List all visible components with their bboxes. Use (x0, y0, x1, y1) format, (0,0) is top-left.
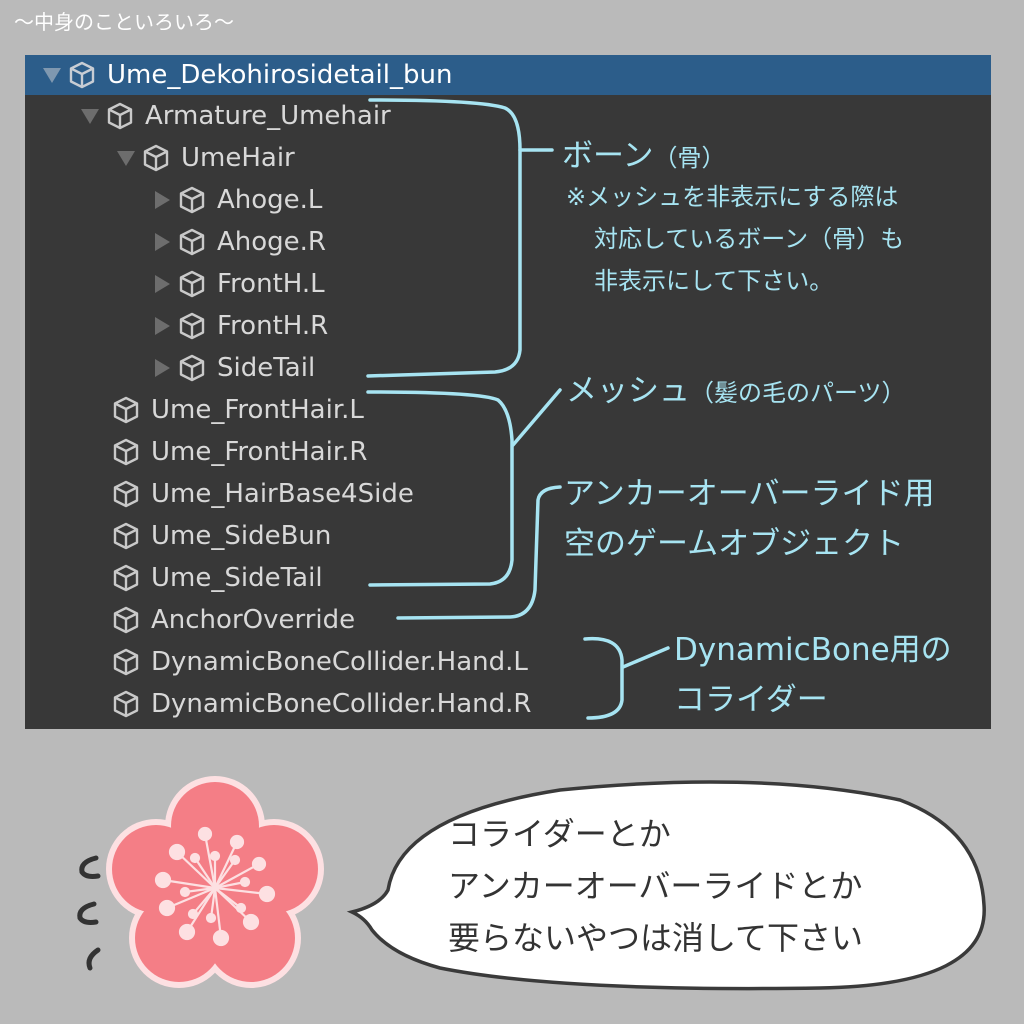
expand-arrow-icon[interactable] (77, 103, 103, 129)
tree-row[interactable]: Ume_FrontHair.L (25, 389, 991, 431)
tree-row[interactable]: Armature_Umehair (25, 95, 991, 137)
tree-row[interactable]: Ahoge.L (25, 179, 991, 221)
gameobject-cube-icon (109, 561, 143, 595)
gameobject-cube-icon (109, 645, 143, 679)
gameobject-cube-icon (175, 183, 209, 217)
tree-row-label: Ume_SideBun (151, 521, 332, 551)
mesh-title-paren: （髪の毛のパーツ） (690, 379, 906, 407)
tree-row[interactable]: SideTail (25, 347, 991, 389)
bone-title-text: ボーン (562, 138, 654, 174)
gameobject-cube-icon (109, 477, 143, 511)
annotation-bone-note-3: 非表示にして下さい。 (594, 267, 834, 295)
expand-arrow-icon[interactable] (39, 62, 65, 88)
tree-row[interactable]: AnchorOverride (25, 599, 991, 641)
tree-row[interactable]: FrontH.L (25, 263, 991, 305)
tree-row-label: Ahoge.R (217, 227, 327, 257)
annotation-bone-title: ボーン（骨） (562, 130, 725, 175)
tree-row[interactable]: Ahoge.R (25, 221, 991, 263)
gameobject-cube-icon (65, 58, 99, 92)
annotation-mesh-title: メッシュ（髪の毛のパーツ） (566, 365, 906, 410)
sweat-marks-icon (77, 855, 101, 971)
gameobject-cube-icon (109, 519, 143, 553)
mesh-title-text: メッシュ (566, 373, 690, 409)
annotation-anchor-line-2: 空のゲームオブジェクト (564, 526, 905, 562)
bone-title-paren: （骨） (653, 144, 726, 172)
speech-line-2: アンカーオーバーライドとか (448, 867, 863, 905)
tree-row-root[interactable]: Ume_Dekohirosidetail_bun (25, 55, 991, 95)
tree-row-label: FrontH.R (217, 311, 329, 341)
tree-row[interactable]: Ume_SideBun (25, 515, 991, 557)
gameobject-cube-icon (109, 687, 143, 721)
collapse-arrow-icon[interactable] (149, 271, 175, 297)
collapse-arrow-icon[interactable] (149, 355, 175, 381)
tree-row-label: Armature_Umehair (145, 101, 391, 131)
collapse-arrow-icon[interactable] (149, 229, 175, 255)
tree-row-label: Ume_FrontHair.R (151, 437, 368, 467)
speech-line-3: 要らないやつは消して下さい (448, 919, 864, 957)
gameobject-cube-icon (109, 603, 143, 637)
tree-row-label: SideTail (217, 353, 316, 383)
tree-row[interactable]: DynamicBoneCollider.Hand.R (25, 683, 991, 725)
annotation-bone-note-1: ※メッシュを非表示にする際は (566, 183, 899, 211)
gameobject-cube-icon (175, 225, 209, 259)
tree-row-label: Ume_SideTail (151, 563, 323, 593)
tree-row[interactable]: FrontH.R (25, 305, 991, 347)
gameobject-cube-icon (175, 351, 209, 385)
speech-line-1: コライダーとか (448, 815, 671, 853)
collapse-arrow-icon[interactable] (149, 187, 175, 213)
tree-row[interactable]: Ume_FrontHair.R (25, 431, 991, 473)
speech-bubble-text: コライダーとか アンカーオーバーライドとか 要らないやつは消して下さい (448, 808, 863, 964)
annotation-bone-note-2: 対応しているボーン（骨）も (594, 225, 905, 253)
gameobject-cube-icon (109, 393, 143, 427)
tree-row-label: DynamicBoneCollider.Hand.R (151, 689, 532, 719)
annotation-anchor-line-1: アンカーオーバーライド用 (564, 476, 935, 512)
tree-row-label: UmeHair (181, 143, 295, 173)
tree-row-label: AnchorOverride (151, 605, 356, 635)
tree-row[interactable]: DynamicBoneCollider.Hand.L (25, 641, 991, 683)
expand-arrow-icon[interactable] (113, 145, 139, 171)
gameobject-cube-icon (103, 99, 137, 133)
gameobject-cube-icon (175, 309, 209, 343)
annotation-collider-line-1: DynamicBone用の (674, 632, 952, 668)
tree-row-label: DynamicBoneCollider.Hand.L (151, 647, 528, 677)
tree-row-label: Ume_HairBase4Side (151, 479, 414, 509)
tree-row-label: FrontH.L (217, 269, 325, 299)
collapse-arrow-icon[interactable] (149, 313, 175, 339)
tree-row-label: Ume_FrontHair.L (151, 395, 364, 425)
tree-row-label: Ume_Dekohirosidetail_bun (107, 60, 453, 90)
annotation-collider-line-2: コライダー (674, 682, 828, 718)
tree-row[interactable]: UmeHair (25, 137, 991, 179)
page-heading: 〜中身のこといろいろ〜 (14, 10, 234, 34)
tree-row-label: Ahoge.L (217, 185, 323, 215)
tree-row[interactable]: Ume_SideTail (25, 557, 991, 599)
gameobject-cube-icon (139, 141, 173, 175)
gameobject-cube-icon (175, 267, 209, 301)
gameobject-cube-icon (109, 435, 143, 469)
